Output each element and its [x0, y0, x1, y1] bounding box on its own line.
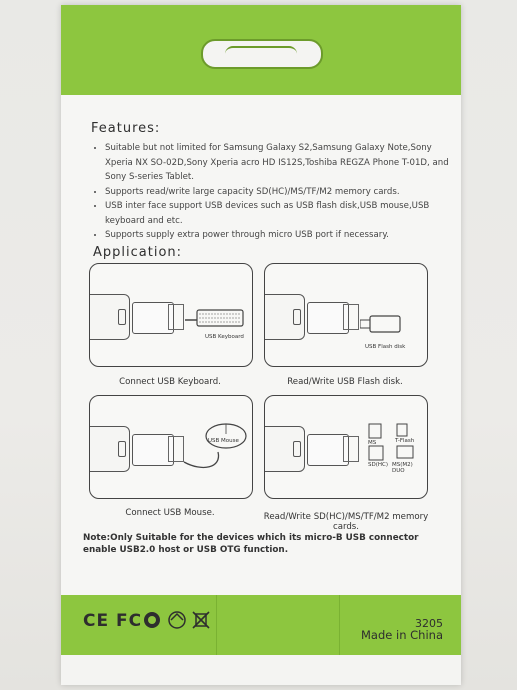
application-heading: Application: — [93, 245, 183, 260]
flash-disk-label: USB Flash disk — [365, 344, 406, 350]
phone-illustration — [265, 294, 305, 340]
features-list: Suitable but not limited for Samsung Gal… — [89, 141, 460, 243]
phone-illustration — [265, 426, 305, 472]
usb-slot — [168, 304, 184, 330]
micro-usb-port — [293, 441, 301, 457]
bottom-green-band — [61, 595, 461, 655]
product-box-back: Features: Suitable but not limited for S… — [61, 5, 461, 685]
caption-mouse: Connect USB Mouse. — [125, 508, 215, 518]
card-reader-adapter — [307, 302, 349, 334]
card-reader-adapter — [132, 302, 174, 334]
card-label-sdhc: SD(HC) — [368, 462, 388, 468]
card-label-msm2: MS(M2) DUO — [392, 462, 413, 474]
card-reader-adapter — [307, 434, 349, 466]
panel-keyboard: USB Keyboard — [89, 263, 253, 367]
panel-memory-cards: MS T-Flash SD(HC) MS(M2) DUO — [264, 395, 428, 499]
model-number: 3205 — [415, 617, 443, 630]
card-slot — [343, 436, 359, 462]
keyboard-label: USB Keyboard — [205, 334, 244, 340]
box-bottom-edge — [61, 655, 461, 685]
usb-slot — [168, 436, 184, 462]
keyboard-illustration — [185, 309, 244, 327]
micro-usb-port — [118, 441, 126, 457]
feature-item: Supports supply extra power through micr… — [105, 228, 460, 243]
feature-item: Suitable but not limited for Samsung Gal… — [105, 141, 460, 185]
band-divider — [216, 595, 217, 655]
caption-flash-disk: Read/Write USB Flash disk. — [287, 377, 403, 387]
usb-slot — [343, 304, 359, 330]
features-heading: Features: — [91, 121, 161, 136]
card-label-ms: MS — [368, 440, 377, 446]
phone-illustration — [90, 294, 130, 340]
mouse-illustration — [183, 423, 247, 469]
feature-item: USB inter face support USB devices such … — [105, 199, 460, 228]
phone-illustration — [90, 426, 130, 472]
memory-cards-illustration — [368, 423, 414, 461]
caption-keyboard: Connect USB Keyboard. — [119, 377, 221, 387]
micro-usb-port — [118, 309, 126, 325]
hang-slot-arc — [225, 46, 297, 58]
card-label-tflash: T-Flash — [395, 438, 415, 444]
recycle-icons — [144, 611, 210, 629]
certification-marks: CE FC — [83, 611, 143, 631]
compatibility-note: Note:Only Suitable for the devices which… — [83, 533, 419, 555]
origin-label: Made in China — [361, 628, 443, 642]
feature-item: Supports read/write large capacity SD(HC… — [105, 185, 460, 200]
flash-disk-illustration — [360, 315, 401, 333]
caption-memory-cards: Read/Write SD(HC)/MS/TF/M2 memory cards. — [263, 512, 429, 532]
panel-mouse: USB Mouse — [89, 395, 253, 499]
micro-usb-port — [293, 309, 301, 325]
hang-slot — [201, 39, 323, 69]
panel-flash-disk: USB Flash disk — [264, 263, 428, 367]
card-reader-adapter — [132, 434, 174, 466]
band-divider — [339, 595, 340, 655]
mouse-label: USB Mouse — [208, 438, 239, 444]
